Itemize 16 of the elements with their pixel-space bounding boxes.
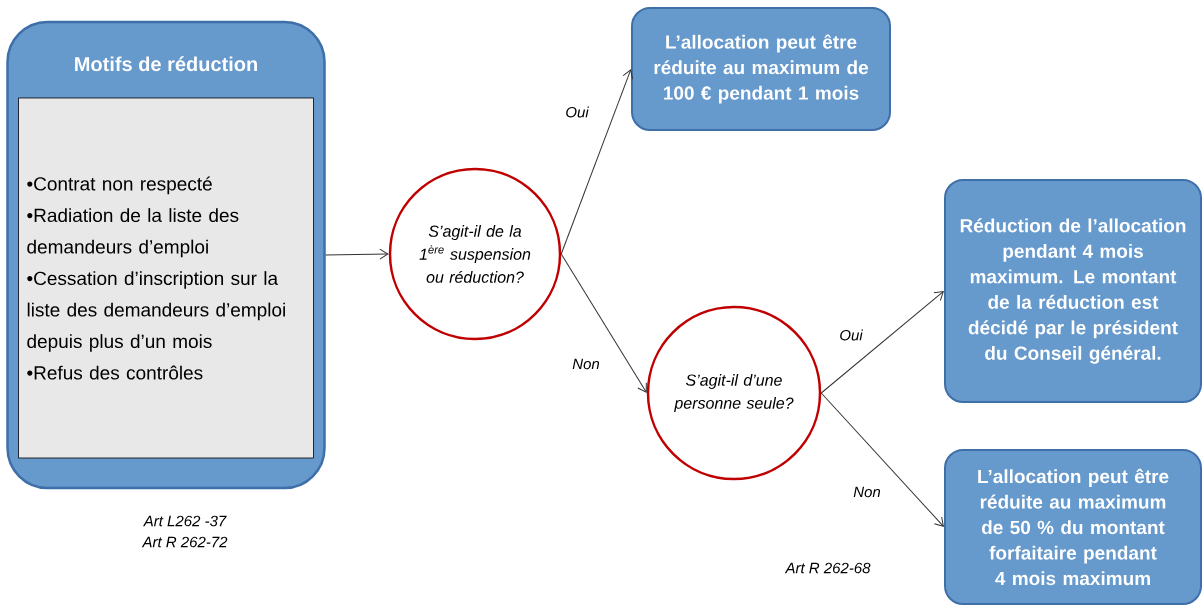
arrow xyxy=(820,291,944,394)
result-box: L’allocation peut être réduite au maximum de 100 € pendant 1 mois xyxy=(631,7,891,131)
result-box: L’allocation peut être réduite au maximum de 50 % du montant forfaitaire pendant 4 mois maximum xyxy=(944,449,1202,605)
arrow xyxy=(560,253,647,393)
article-reference: Art R 262-72 xyxy=(141,536,228,548)
article-reference: Art L262 -37 xyxy=(143,515,227,527)
result-box: Réduction de l’allocation pendant 4 mois maximum. Le montant de la réduction est décidé par le président du Conseil général. xyxy=(944,179,1202,403)
article-reference: Art R 262-68 xyxy=(784,562,871,574)
list-box: •Contrat non respecté •Radiation de la liste des demandeurs d’emploi •Cessation d’inscription sur la liste des demandeurs d’emploi depuis plus d’un mois •Refus des contrôles xyxy=(18,97,314,459)
edge-label: Oui xyxy=(564,105,590,119)
edge-label: Non xyxy=(571,357,601,371)
edge-label: Non xyxy=(852,485,882,499)
arrow xyxy=(325,248,389,260)
arrow xyxy=(560,69,634,255)
arrow xyxy=(820,392,944,527)
edge-label: Oui xyxy=(838,328,864,342)
